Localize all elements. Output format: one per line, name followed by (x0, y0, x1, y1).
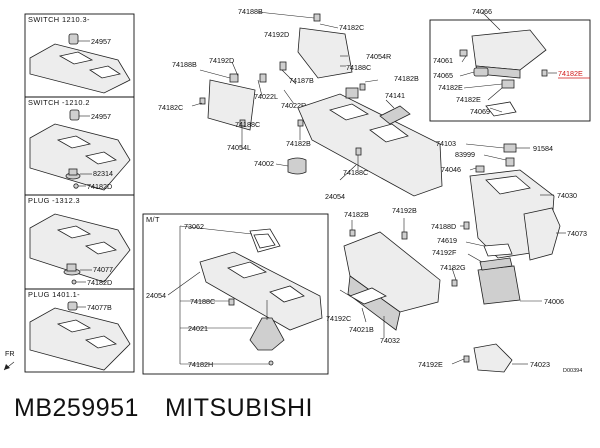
clip-icon (228, 298, 235, 306)
callout-74182d-b: 74182D (87, 278, 112, 287)
plug-a-console-sketch (29, 213, 131, 285)
mt-console-sketch (199, 228, 323, 366)
mt-label: M/T (146, 215, 160, 224)
shift-knob-icon (287, 157, 307, 175)
screw-icon (73, 183, 79, 189)
callout-74066: 74066 (472, 7, 492, 16)
callout-74077: 74077 (93, 265, 113, 274)
callout-74022r: 74022R (281, 101, 306, 110)
callout-91584: 91584 (533, 144, 553, 153)
callout-24054: 24054 (325, 192, 345, 201)
callout-74182c-left: 74182C (158, 103, 183, 112)
screw-icon (71, 279, 77, 285)
callout-mt-74182h: 74182H (188, 360, 213, 369)
switch-b-console-sketch (29, 109, 131, 191)
armrest-lid-sketch (459, 29, 548, 117)
rear-console-sketch (463, 143, 561, 261)
callout-74069: 74069 (470, 107, 490, 116)
callout-74188b-left: 74188B (172, 60, 197, 69)
callout-mt-24054: 24054 (146, 291, 166, 300)
callout-74188d: 74188D (431, 222, 456, 231)
callout-74188c-mid: 74188C (235, 120, 260, 129)
callout-74182c-top: 74182C (339, 23, 364, 32)
left-variant-panel (24, 13, 135, 373)
shift-boot-icon (249, 317, 285, 351)
callout-74182b-r: 74182B (344, 210, 369, 219)
callout-74182d-a: 74182D (87, 182, 112, 191)
callout-74073: 74073 (567, 229, 587, 238)
callout-74192e: 74192E (418, 360, 443, 369)
callout-74182b-top: 74182B (394, 74, 419, 83)
callout-83999: 83999 (455, 150, 475, 159)
callout-74002: 74002 (254, 159, 274, 168)
callout-74006: 74006 (544, 297, 564, 306)
callout-74065: 74065 (433, 71, 453, 80)
plug-b-console-sketch (29, 301, 131, 371)
callout-74619: 74619 (437, 236, 457, 245)
lower-bracket-sketch (343, 229, 521, 373)
callout-mt-74188c: 74188C (190, 297, 215, 306)
callout-74046: 74046 (441, 165, 461, 174)
front-direction-arrow-icon (3, 361, 15, 371)
callout-74188c-top: 74188C (346, 63, 371, 72)
diagram-code: D00394 (563, 368, 582, 374)
section-switch-a: SWITCH 1210.3- (28, 15, 90, 24)
section-plug-b: PLUG 1401.1- (28, 290, 80, 299)
callout-74192f: 74192F (432, 248, 457, 257)
part-number: MB259951 (14, 394, 139, 422)
callout-74188c-low: 74188C (343, 168, 368, 177)
callout-74021b: 74021B (349, 325, 374, 334)
callout-74054r: 74054R (366, 52, 391, 61)
screw-icon (268, 360, 274, 366)
callout-74182e-highlighted[interactable]: 74182E (558, 69, 583, 78)
callout-74023: 74023 (530, 360, 550, 369)
callout-74054l: 74054L (227, 143, 251, 152)
callout-mt-73062: 73062 (184, 222, 204, 231)
callout-74188b-top: 74188B (238, 7, 263, 16)
callout-74192c: 74192C (326, 314, 351, 323)
side-panel-sketch (199, 13, 366, 131)
mt-inset-panel (142, 213, 329, 375)
callout-74192d-mid: 74192D (209, 56, 234, 65)
callout-24957-a: 24957 (91, 37, 111, 46)
callout-74141: 74141 (385, 91, 405, 100)
brand-name: MITSUBISHI (164, 394, 314, 422)
section-plug-a: PLUG -1312.3 (28, 196, 80, 205)
callout-82314: 82314 (93, 169, 113, 178)
callout-74182g: 74182G (440, 263, 466, 272)
callout-74061: 74061 (433, 56, 453, 65)
callout-74182b-mid: 74182B (286, 139, 311, 148)
switch-part-icon (69, 109, 80, 121)
callout-74022l: 74022L (254, 92, 278, 101)
callout-74103: 74103 (436, 139, 456, 148)
switch-a-console-sketch (29, 33, 131, 94)
center-console-sketch (287, 87, 443, 197)
direction-label: FR (5, 349, 15, 358)
callout-74030: 74030 (557, 191, 577, 200)
plug-part-icon (67, 301, 78, 311)
callout-74192d-top: 74192D (264, 30, 289, 39)
switch-part-icon (68, 33, 79, 45)
callout-74182e-a: 74182E (438, 83, 463, 92)
armrest-inset-panel (429, 19, 591, 122)
callout-74182e-b: 74182E (456, 95, 481, 104)
section-switch-b: SWITCH -1210.2 (28, 98, 90, 107)
callout-24957-b: 24957 (91, 112, 111, 121)
callout-74032: 74032 (380, 336, 400, 345)
callout-mt-24021: 24021 (188, 324, 208, 333)
box-tray-icon (477, 265, 521, 305)
callout-74187b: 74187B (289, 76, 314, 85)
callout-74077b: 74077B (87, 303, 112, 312)
callout-74192b: 74192B (392, 206, 417, 215)
part-caption: MB259951 MITSUBISHI (14, 394, 339, 423)
